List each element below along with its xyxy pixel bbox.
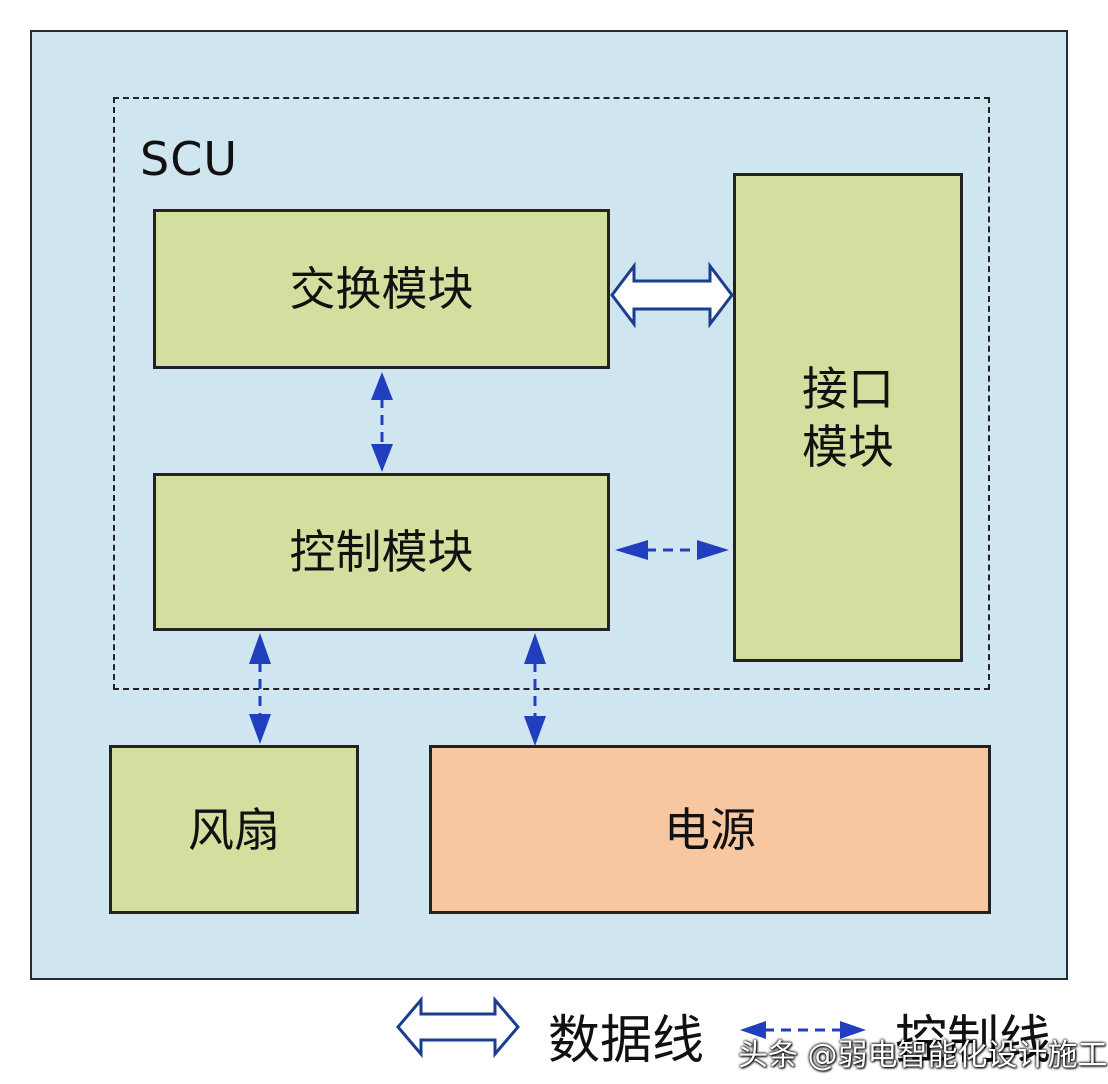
power-module-label: 电源: [664, 802, 756, 857]
data-line-arrow: [610, 261, 734, 329]
control-line-switch-control: [371, 372, 393, 472]
fan-module-label: 风扇: [188, 802, 280, 857]
interface-module: 接口 模块: [733, 173, 963, 662]
watermark: 头条 @弱电智能化设计施工: [738, 1038, 1108, 1073]
control-line-control-fan: [249, 633, 271, 744]
legend-data-line-icon: [396, 995, 520, 1059]
control-module: 控制模块: [153, 473, 610, 631]
legend-control-line-label: 控制线: [895, 1011, 1052, 1071]
power-module: 电源: [429, 745, 991, 914]
control-line-control-power: [524, 633, 546, 746]
legend-control-line-icon: [740, 1021, 866, 1039]
interface-module-label-line1: 接口: [802, 361, 894, 416]
scu-label: SCU: [140, 132, 238, 186]
scu-boundary: [113, 97, 990, 690]
control-module-label: 控制模块: [289, 525, 474, 579]
control-line-control-interface: [615, 540, 729, 560]
switch-module: 交换模块: [153, 209, 610, 369]
interface-module-label-line2: 模块: [802, 419, 894, 474]
switch-module-label: 交换模块: [289, 262, 474, 316]
fan-module: 风扇: [109, 745, 359, 914]
legend-data-line-label: 数据线: [548, 1011, 705, 1071]
